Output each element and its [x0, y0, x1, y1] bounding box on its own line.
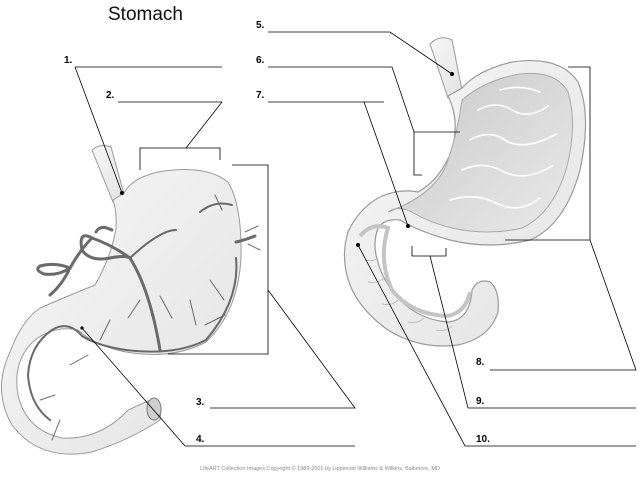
- esophagus-external: [91, 145, 125, 203]
- external-stomach: [1, 145, 261, 455]
- label-2: 2.: [106, 90, 115, 101]
- label-7: 7.: [256, 90, 265, 101]
- diagram-title: Stomach: [108, 4, 183, 25]
- duodenum-interior: [358, 224, 472, 319]
- leader-dots: [80, 72, 454, 330]
- label-1: 1.: [64, 55, 73, 66]
- blood-vessels: [36, 225, 257, 352]
- stomach-mucosa: [387, 72, 574, 233]
- label-10: 10.: [476, 434, 490, 445]
- label-8: 8.: [476, 357, 485, 368]
- copyright-notice: LifeART Collection Images Copyright © 19…: [200, 466, 440, 472]
- stomach-body-external: [1, 169, 242, 455]
- label-9: 9.: [476, 396, 485, 407]
- label-3: 3.: [196, 397, 205, 408]
- leader-lines: [74, 31, 637, 447]
- label-6: 6.: [256, 55, 265, 66]
- label-4: 4.: [196, 434, 205, 445]
- label-5: 5.: [256, 20, 265, 31]
- rugae-folds: [449, 86, 557, 209]
- esophagus-internal: [429, 37, 463, 99]
- internal-stomach: [343, 37, 587, 347]
